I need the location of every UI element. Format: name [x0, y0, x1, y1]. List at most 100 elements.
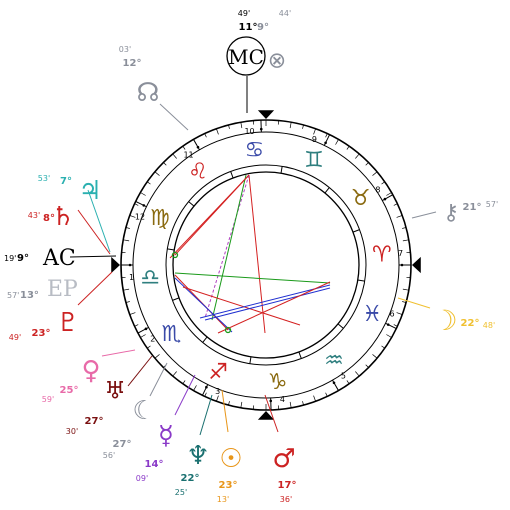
inner-ring	[172, 171, 360, 359]
degree-tick	[325, 133, 328, 138]
degree-tick	[140, 334, 146, 338]
degree-tick	[355, 371, 360, 377]
north-node-glyph: ☊	[136, 78, 159, 108]
sign-boundary	[324, 187, 330, 194]
north-node-body: ☊12°03'	[119, 45, 189, 131]
ac-minute: 19'	[4, 254, 16, 263]
saturn-glyph: ♄	[51, 202, 74, 232]
sign-boundary	[352, 229, 360, 233]
aspect-line	[199, 284, 331, 319]
mercury-minute: 09'	[136, 474, 148, 483]
aspect-line	[182, 286, 301, 326]
pluto-degree: 23°	[32, 328, 51, 339]
zodiac-sign-glyph: ♎	[140, 266, 160, 291]
venus-minute: 59'	[42, 395, 54, 404]
chiron-minute: 57'	[486, 200, 498, 209]
degree-tick	[393, 203, 398, 206]
chiron-leader	[411, 211, 437, 219]
degree-tick	[228, 124, 230, 129]
cusp-marker	[259, 127, 263, 131]
saturn-minute: 43'	[28, 211, 40, 220]
venus-body: ♀25°59'	[42, 349, 136, 404]
degree-tick	[402, 239, 409, 242]
jupiter-glyph: ♃	[78, 176, 101, 206]
part-of-fortune-degree: 9°	[257, 22, 269, 33]
degree-tick	[302, 124, 304, 129]
mc-label: MC	[228, 45, 264, 69]
cusp-marker	[128, 263, 132, 267]
uranus-degree: 27°	[85, 416, 104, 427]
chiron-glyph: ⚷	[443, 201, 459, 226]
mercury-degree: 14°	[145, 459, 164, 470]
degree-tick	[216, 128, 219, 135]
saturn-leader	[77, 209, 111, 255]
degree-tick	[154, 354, 160, 359]
mars-glyph: ♂	[272, 444, 295, 474]
chiron-body: ⚷ 21° 57'	[411, 200, 498, 226]
house-number: 12	[135, 213, 145, 222]
degree-tick	[335, 139, 339, 145]
pluto-leader	[77, 271, 113, 306]
mars-leader	[264, 394, 279, 433]
neptune-leader	[199, 394, 213, 436]
house-number: 10	[244, 127, 254, 136]
degree-tick	[134, 324, 139, 327]
degree-tick	[393, 324, 398, 327]
house-number: 8	[375, 186, 380, 195]
sign-boundary	[249, 356, 252, 364]
aspect-line	[174, 277, 233, 333]
zodiac-sign-glyph: ♓	[362, 302, 382, 327]
degree-tick	[346, 380, 350, 384]
zodiac-sign-glyph: ♋	[245, 138, 265, 163]
house-number: 7	[398, 249, 403, 258]
aspect-line	[204, 287, 331, 321]
degree-tick	[396, 215, 403, 218]
ep-degree: 13°	[20, 290, 39, 301]
degree-tick	[123, 239, 130, 242]
degree-tick	[125, 227, 130, 229]
lilith-degree: 27°	[113, 439, 132, 450]
moon-glyph: ☽	[432, 304, 457, 337]
cusp-marker	[196, 145, 200, 149]
sun-leader	[221, 389, 229, 433]
aspect-node	[171, 251, 179, 259]
degree-tick	[204, 392, 207, 397]
degree-tick	[313, 128, 316, 135]
degree-tick	[402, 301, 407, 303]
degree-tick	[402, 288, 409, 291]
cusp-marker	[269, 399, 273, 403]
moon-body: ☽ 22°48'	[397, 297, 495, 337]
chiron-degree: 21°	[463, 202, 482, 213]
degree-tick	[129, 312, 136, 315]
degree-tick	[365, 162, 369, 166]
degree-tick	[216, 395, 219, 402]
degree-tick	[372, 171, 378, 176]
degree-tick	[140, 192, 146, 196]
degree-tick	[172, 371, 177, 377]
uranus-body: ♅27°30'	[66, 355, 153, 436]
moon-minute: 48'	[483, 321, 495, 330]
aspect-line	[248, 174, 266, 334]
degree-tick	[386, 192, 392, 196]
ac-degree: 9°	[17, 253, 29, 264]
degree-tick	[147, 181, 151, 185]
cusp-marker	[324, 141, 327, 145]
sign-boundary	[357, 279, 365, 282]
mc-angle: MC 11° 49'	[226, 9, 266, 76]
cusp-marker	[383, 197, 387, 201]
degree-tick	[313, 395, 316, 402]
pluto-body: ♇23°49'	[9, 271, 113, 342]
degree-tick	[123, 288, 130, 291]
degree-tick	[204, 133, 207, 138]
degree-tick	[365, 364, 369, 368]
cusp-marker	[205, 385, 208, 389]
axis-arrow	[412, 256, 421, 274]
saturn-body: ♄8°43'	[28, 202, 111, 255]
degree-tick	[355, 153, 360, 159]
ep-label: EP	[47, 277, 78, 302]
cusp-marker	[386, 323, 390, 326]
moon-degree: 22°	[461, 318, 480, 329]
degree-tick	[129, 215, 136, 218]
